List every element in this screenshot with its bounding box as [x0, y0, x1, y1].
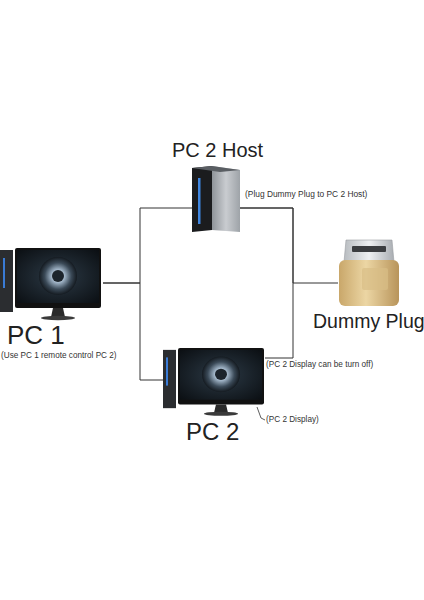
host-tower-illustration [192, 166, 240, 232]
pc2-illustration [163, 348, 264, 416]
plug-badge [362, 268, 388, 290]
plug-slot [352, 246, 386, 252]
dummy-plug: Dummy Plug [338, 238, 400, 308]
connector-line [240, 208, 338, 283]
client-pc: PC 1(Use PC 1 remote control PC 2) [0, 248, 103, 320]
plug-connector [344, 240, 394, 262]
node-note: (Plug Dummy Plug to PC 2 Host) [245, 190, 367, 198]
tower-top [192, 166, 240, 172]
host-pc: PC 2 Host(Plug Dummy Plug to PC 2 Host) [192, 164, 240, 232]
connector-line [103, 283, 163, 380]
plug-body [339, 260, 399, 306]
connector-line [103, 208, 192, 283]
leader-line [257, 407, 265, 420]
node-title: PC 2 [186, 420, 239, 444]
remote-pc: PC 2(PC 2 Display can be turn off)(PC 2 … [163, 348, 265, 414]
tower-front [192, 166, 212, 232]
node-note: (PC 2 Display) [266, 416, 319, 424]
pc1-illustration [0, 248, 101, 320]
tower-light [198, 178, 201, 224]
node-title: Dummy Plug [313, 312, 424, 332]
node-title: PC 1 [7, 322, 65, 348]
tower-side [212, 166, 240, 232]
dummy-plug-illustration [339, 240, 399, 306]
node-title: PC 2 Host [172, 140, 263, 160]
node-note: (Use PC 1 remote control PC 2) [1, 352, 117, 360]
connector-line [240, 208, 293, 358]
node-note: (PC 2 Display can be turn off) [266, 361, 373, 369]
